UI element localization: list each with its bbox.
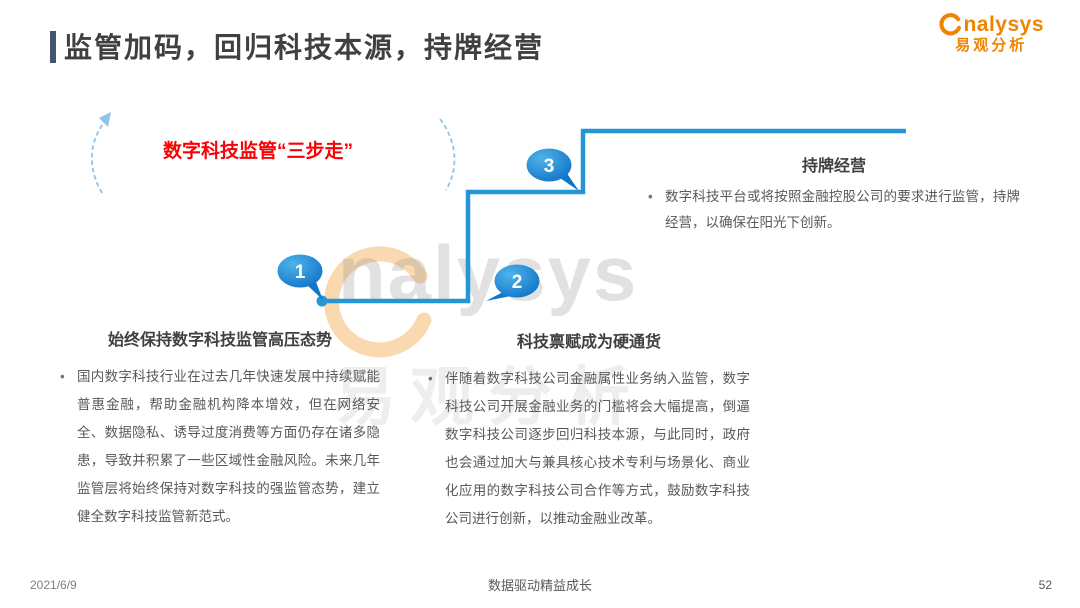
footer-slogan: 数据驱动精益成长 bbox=[487, 578, 592, 593]
step-3-body: • 数字科技平台或将按照金融控股公司的要求进行监管，持牌经营，以确保在阳光下创新… bbox=[648, 184, 1020, 236]
logo-swirl-icon bbox=[939, 13, 962, 36]
dashed-arc-left-arrowhead bbox=[99, 112, 111, 127]
page-title: 监管加码，回归科技本源，持牌经营 bbox=[64, 32, 545, 63]
step-block-3: 持牌经营 • 数字科技平台或将按照金融控股公司的要求进行监管，持牌经营，以确保在… bbox=[648, 152, 1020, 236]
watermark-latin: nalysys bbox=[338, 229, 639, 317]
step-1-title: 始终保持数字科技监管高压态势 bbox=[107, 332, 332, 349]
step-number-3: 3 bbox=[544, 156, 555, 177]
step-block-1: 始终保持数字科技监管高压态势 • 国内数字科技行业在过去几年快速发展中持续赋能普… bbox=[60, 326, 380, 531]
step-block-2: 科技禀赋成为硬通货 • 伴随着数字科技公司金融属性业务纳入监管，数字科技公司开展… bbox=[428, 328, 750, 533]
step-1-body-text: 国内数字科技行业在过去几年快速发展中持续赋能普惠金融，帮助金融机构降本增效，但在… bbox=[77, 369, 380, 524]
title-accent-bar bbox=[50, 31, 56, 63]
footer-date: 2021/6/9 bbox=[30, 578, 77, 592]
step-2-body: • 伴随着数字科技公司金融属性业务纳入监管，数字科技公司开展金融业务的门槛将会大… bbox=[428, 365, 750, 533]
bullet-marker: • bbox=[648, 189, 653, 204]
bullet-marker: • bbox=[428, 371, 433, 386]
page-number: 52 bbox=[1038, 578, 1052, 592]
logo-latin-text: nalysys bbox=[963, 12, 1044, 36]
step-number-1: 1 bbox=[295, 262, 306, 283]
step-3-body-text: 数字科技平台或将按照金融控股公司的要求进行监管，持牌经营，以确保在阳光下创新。 bbox=[665, 189, 1020, 230]
bullet-marker: • bbox=[60, 369, 65, 384]
dashed-arc-left bbox=[91, 118, 108, 194]
step-2-title: 科技禀赋成为硬通货 bbox=[516, 334, 661, 351]
diagram-label: 数字科技监管“三步走” bbox=[163, 141, 354, 162]
brand-logo: nalysys 易观分析 bbox=[938, 12, 1044, 55]
step-number-2: 2 bbox=[512, 272, 523, 293]
logo-cn-text: 易观分析 bbox=[955, 37, 1028, 54]
step-1-body: • 国内数字科技行业在过去几年快速发展中持续赋能普惠金融，帮助金融机构降本增效，… bbox=[60, 363, 380, 531]
step-bubble-3: 3 bbox=[526, 148, 579, 191]
step-bubble-2: 2 bbox=[486, 264, 540, 301]
step-3-title: 持牌经营 bbox=[801, 158, 866, 175]
step-2-body-text: 伴随着数字科技公司金融属性业务纳入监管，数字科技公司开展金融业务的门槛将会大幅提… bbox=[445, 371, 750, 526]
step-bubble-1: 1 bbox=[277, 254, 323, 300]
step-line-start-dot bbox=[316, 295, 328, 307]
dashed-arc-right bbox=[439, 118, 456, 191]
